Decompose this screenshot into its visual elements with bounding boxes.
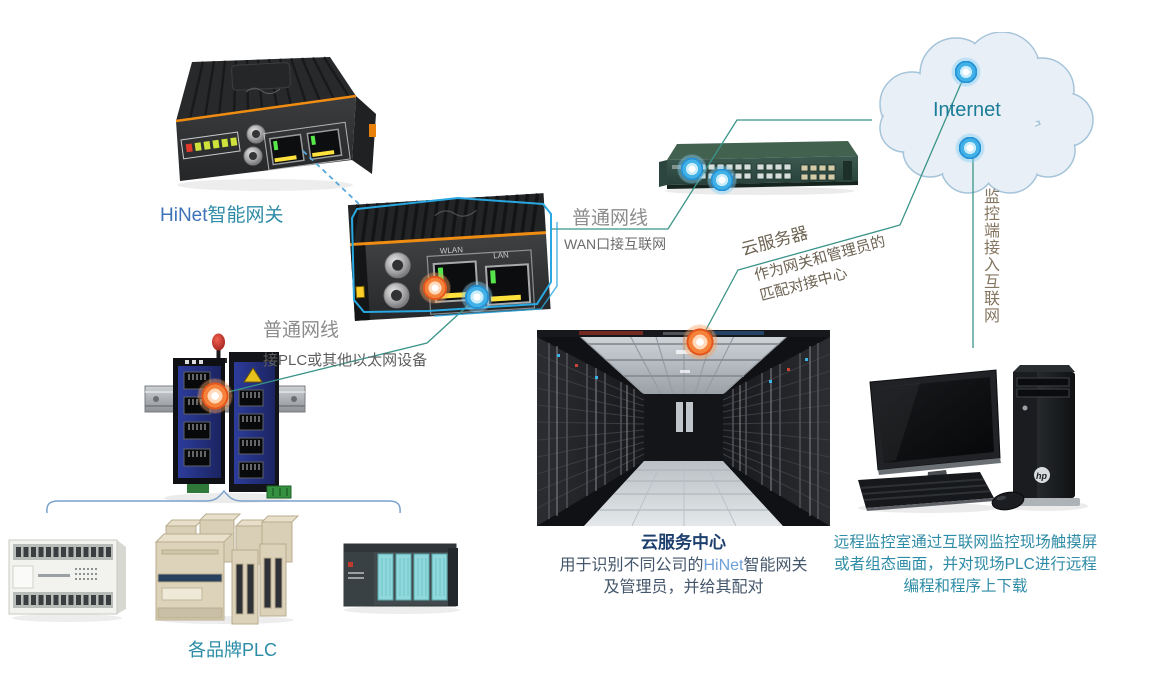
- cloud-center-caption: 云服务中心 用于识别不同公司的HiNet智能网关及管理员，并给其配对: [537, 528, 830, 599]
- internet-label: Internet: [933, 99, 1001, 121]
- lan-port-label: LAN: [493, 250, 509, 260]
- wlan-port-label: WLAN: [440, 245, 464, 255]
- plc-brace: [46, 489, 401, 514]
- plc-siemens-photo: [343, 543, 460, 614]
- svg-text:hp: hp: [1036, 471, 1047, 481]
- lan-cable-subtitle: 接PLC或其他以太网设备: [263, 352, 428, 369]
- plc-label: 各品牌PLC: [188, 640, 278, 660]
- cloud-center-desc1-brand: HiNet: [703, 557, 744, 574]
- gateway-label-name: 智能网关: [207, 205, 284, 226]
- closeup-frame: [350, 196, 552, 314]
- server-room-photo: [537, 330, 830, 526]
- cloud-center-desc2: 及管理员，并给其配对: [603, 579, 764, 596]
- gateway-label-brand: HiNet: [160, 205, 208, 226]
- dashed-zoom-line: [302, 150, 361, 206]
- lan-cable-title: 普通网线: [263, 320, 340, 341]
- cloud-center-title: 云服务中心: [641, 533, 726, 552]
- remote-monitor-line3: 编程和程序上下载: [903, 578, 1028, 595]
- wan-cable-subtitle: WAN口接互联网: [564, 236, 667, 252]
- remote-monitor-caption: 远程监控室通过互联网监控现场触摸屏 或者组态画面，并对现场PLC进行远程 编程和…: [828, 532, 1103, 598]
- cable-line-lan: [223, 299, 475, 394]
- cloud-center-desc1-post: 智能网关: [743, 557, 808, 574]
- wan-cable-title: 普通网线: [572, 208, 649, 229]
- cloud-to-server-line: [699, 71, 967, 342]
- cloud-center-desc: 用于识别不同公司的HiNet智能网关及管理员，并给其配对: [537, 555, 830, 599]
- remote-monitor-line2: 或者组态画面，并对现场PLC进行远程: [834, 556, 1097, 573]
- desktop-computer-photo: hp: [858, 365, 1088, 513]
- gateway-photo: [175, 56, 376, 191]
- plc-beige-photo: [154, 513, 300, 625]
- cloud-center-desc1-pre: 用于识别不同公司的: [559, 557, 704, 574]
- monitor-access-label: 监控端接入互联网: [981, 188, 998, 324]
- plc-mitsubishi-photo: [8, 539, 126, 622]
- gateway-label: HiNet智能网关: [160, 200, 284, 227]
- remote-monitor-line1: 远程监控室通过互联网监控现场触摸屏: [833, 534, 1098, 551]
